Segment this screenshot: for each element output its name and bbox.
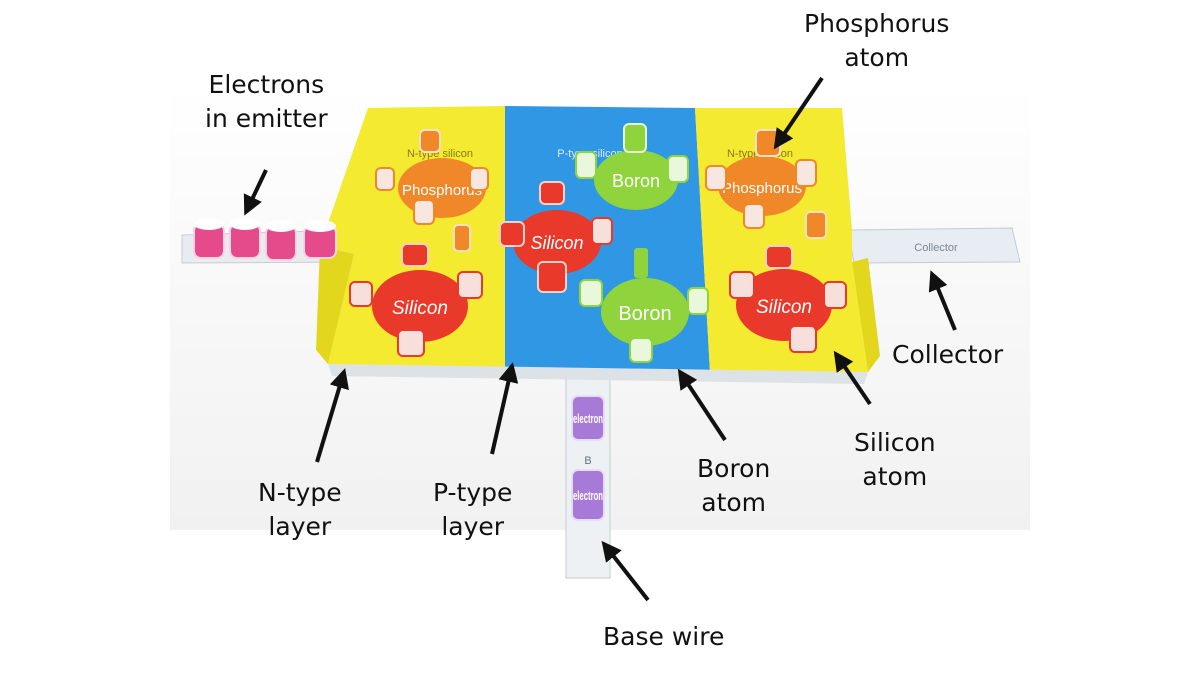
label-collector: Collector [892, 340, 1004, 369]
silicon-atom-middle [513, 210, 601, 274]
boron-atom-top [594, 150, 678, 210]
phosphorus-atom-right-text: Phosphorus [722, 180, 802, 197]
base-electron-1-text: electron [573, 411, 603, 426]
label-phosphorus-atom: Phosphorus atom [804, 9, 950, 72]
model-front-edge [328, 364, 868, 384]
silicon-atom-right [736, 269, 832, 341]
label-silicon-atom: Silicon atom [854, 428, 936, 491]
base-electron-1 [571, 395, 605, 441]
bond-tabs [349, 123, 847, 363]
label-n-type-layer: N-type layer [258, 478, 342, 541]
silicon-atom-middle-text: Silicon [530, 233, 583, 253]
label-p-type-layer: P-type layer [433, 478, 513, 541]
collector-strip-text: Collector [914, 242, 958, 254]
silicon-atom-left-text: Silicon [392, 298, 448, 319]
base-electron-2 [571, 469, 605, 521]
label-base-wire: Base wire [603, 622, 725, 651]
silicon-atom-right-text: Silicon [756, 297, 812, 318]
emitter-electrons [193, 218, 337, 261]
phosphorus-atom-left-text: Phosphorus [402, 182, 482, 199]
label-electrons-in-emitter: Electrons in emitter [205, 70, 328, 133]
base-strip-text: B [584, 455, 591, 467]
base-electron-2-text: electron [573, 488, 603, 503]
label-boron-atom: Boron atom [697, 454, 771, 517]
n-type-layer-left-fold [316, 246, 354, 364]
silicon-atom-left [372, 270, 468, 342]
boron-atom-top-text: Boron [612, 171, 660, 191]
boron-atom-bottom [601, 278, 689, 346]
n-type-layer-right-fold [852, 258, 880, 372]
base-electrons: electron electron [571, 395, 605, 521]
boron-atom-bottom-text: Boron [618, 303, 671, 325]
phosphorus-atom-right [718, 156, 806, 216]
